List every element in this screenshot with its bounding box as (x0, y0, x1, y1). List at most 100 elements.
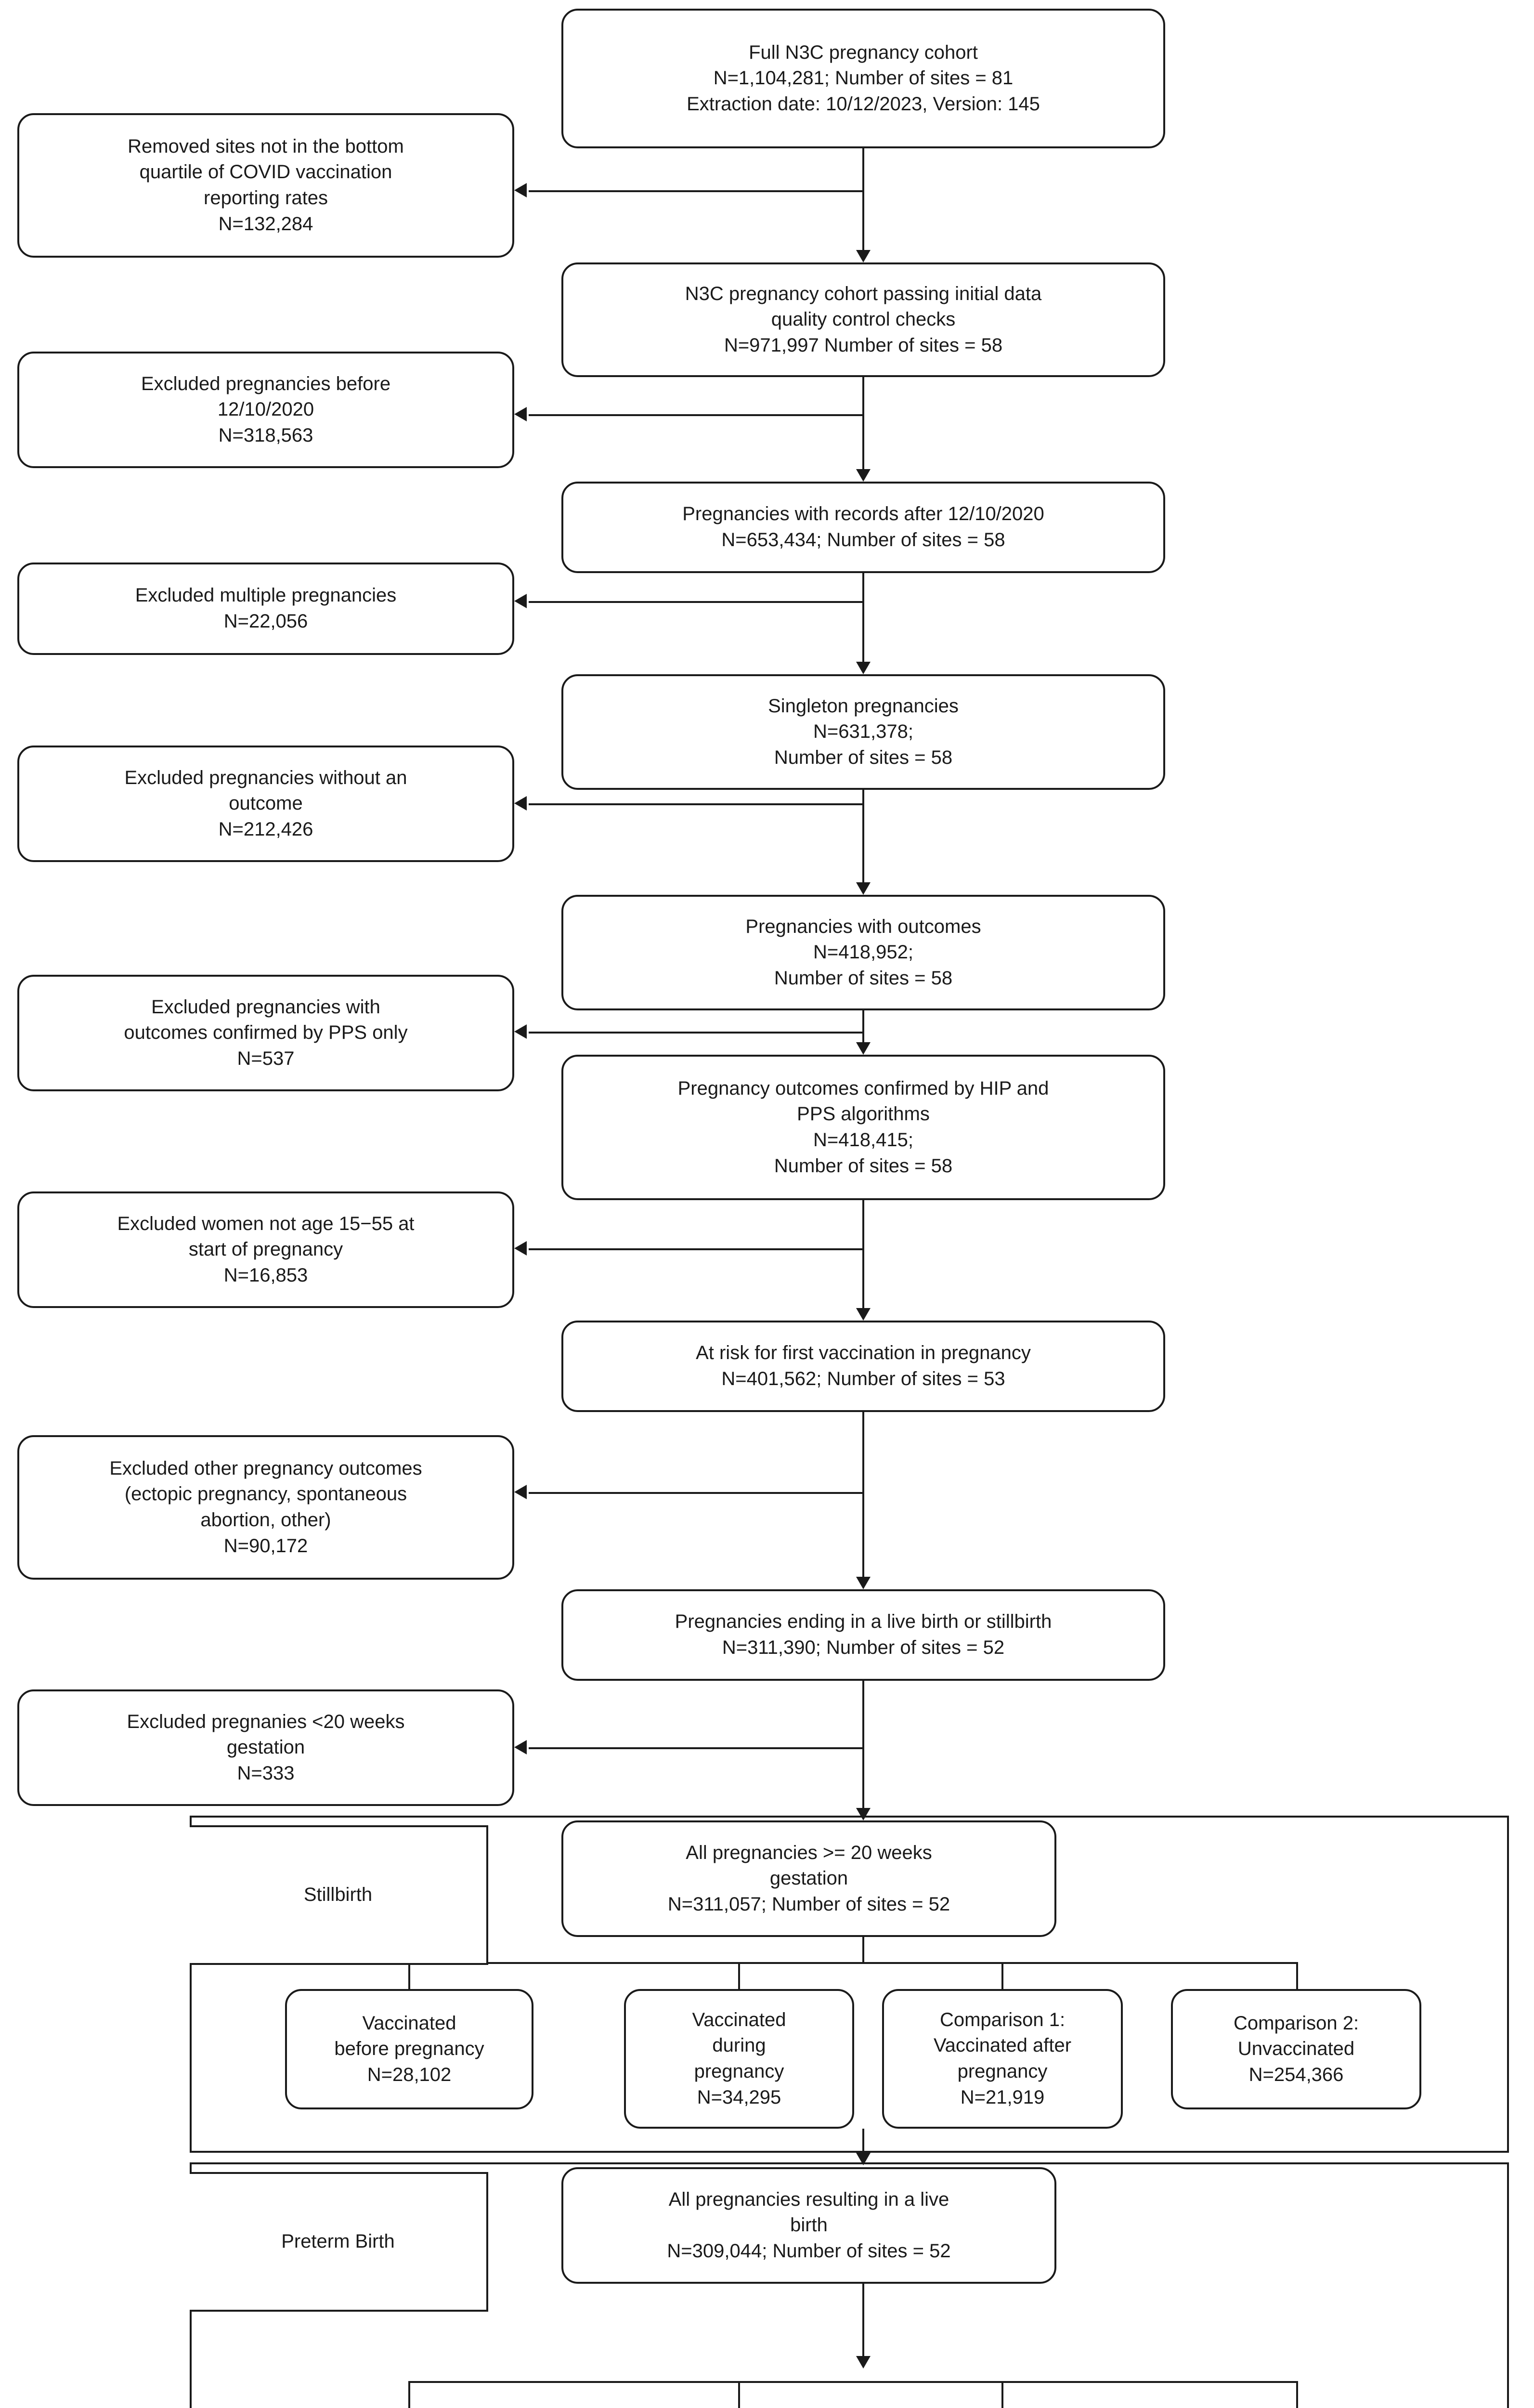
arrowhead-exclusion-1 (514, 183, 527, 197)
node-line: Excluded pregnancies with (151, 996, 380, 1018)
node-line: N=34,295 (697, 2086, 781, 2108)
node-line: Number of sites = 58 (774, 746, 953, 768)
node-line: Number of sites = 58 (774, 1155, 953, 1177)
node-line: Removed sites not in the bottom (128, 135, 404, 157)
arrowhead-spine-2 (856, 469, 871, 482)
node-line: Full N3C pregnancy cohort (749, 41, 978, 63)
node-line: N=971,997 Number of sites = 58 (724, 334, 1003, 356)
connector-stillbirth-drop-1 (408, 1962, 410, 1991)
connector-preterm-drop-4 (1296, 2381, 1298, 2408)
node-line: At risk for first vaccination in pregnan… (696, 1342, 1031, 1364)
node-line: abortion, other) (200, 1509, 331, 1531)
connector-stillbirth-drop-3 (1001, 1962, 1003, 1991)
node-passing-qc: N3C pregnancy cohort passing initial dat… (561, 262, 1165, 377)
node-line: N=22,056 (223, 611, 308, 632)
node-line: N=1,104,281; Number of sites = 81 (713, 67, 1014, 89)
node-line: quartile of COVID vaccination (139, 161, 392, 183)
arrowhead-spine-7 (856, 1577, 871, 1589)
node-line: N=311,390; Number of sites = 52 (722, 1637, 1005, 1658)
arrowhead-spine-6 (856, 1308, 871, 1321)
connector-exclusion-8 (529, 1747, 863, 1749)
arrowhead-exclusion-8 (514, 1740, 527, 1754)
node-line: Excluded pregnancies without an (124, 767, 407, 788)
node-line: N=212,426 (218, 818, 313, 840)
connector-preterm-drop-3 (1001, 2381, 1003, 2408)
connector-exclusion-1 (529, 190, 863, 192)
node-line: Singleton pregnancies (768, 695, 959, 717)
node-line: outcomes confirmed by PPS only (124, 1022, 408, 1044)
connector-spine-1 (862, 148, 864, 250)
node-line: All pregnancies resulting in a live (668, 2188, 949, 2210)
exclusion-without-outcome: Excluded pregnancies without an outcome … (17, 746, 514, 862)
node-line: N=653,434; Number of sites = 58 (721, 529, 1005, 550)
group-label-preterm-birth: Preterm Birth (190, 2172, 488, 2312)
node-line: N=631,378; (813, 721, 913, 743)
node-line: outcome (229, 793, 303, 814)
node-hip-pps-confirmed: Pregnancy outcomes confirmed by HIP and … (561, 1055, 1165, 1200)
connector-spine-4 (862, 790, 864, 882)
node-line: PPS algorithms (797, 1103, 930, 1125)
connector-stillbirth-drop-4 (1296, 1962, 1298, 1991)
group-label-stillbirth: Stillbirth (190, 1825, 488, 1965)
node-line: N=21,919 (960, 2086, 1045, 2108)
node-line: Excluded women not age 15−55 at (117, 1213, 415, 1234)
connector-spine-8 (862, 1681, 864, 1808)
group-header-preterm-birth: All pregnancies resulting in a live birt… (561, 2167, 1056, 2284)
node-singleton: Singleton pregnancies N=631,378; Number … (561, 674, 1165, 790)
arm-stillbirth-comparison-2: Comparison 2: Unvaccinated N=254,366 (1171, 1989, 1421, 2109)
arrowhead-exclusion-3 (514, 594, 527, 608)
connector-spine-3 (862, 573, 864, 662)
arrowhead-spine-5 (856, 1042, 871, 1055)
node-with-outcomes: Pregnancies with outcomes N=418,952; Num… (561, 895, 1165, 1010)
connector-exclusion-2 (529, 414, 863, 416)
node-line: Pregnancy outcomes confirmed by HIP and (677, 1077, 1049, 1099)
node-line: Excluded multiple pregnancies (135, 585, 397, 606)
node-line: pregnancy (957, 2061, 1048, 2082)
node-line: Comparison 2: (1233, 2012, 1359, 2034)
node-line: Excluded other pregnancy outcomes (109, 1457, 422, 1479)
connector-stillbirth-drop-2 (738, 1962, 740, 1991)
node-line: N=418,952; (813, 942, 913, 963)
arrowhead-exclusion-6 (514, 1241, 527, 1256)
exclusion-age-range: Excluded women not age 15−55 at start of… (17, 1191, 514, 1308)
arm-stillbirth-vax-before: Vaccinated before pregnancy N=28,102 (285, 1989, 533, 2109)
node-line: N=90,172 (223, 1535, 308, 1557)
exclusion-pps-only: Excluded pregnancies with outcomes confi… (17, 975, 514, 1091)
node-line: N3C pregnancy cohort passing initial dat… (685, 283, 1042, 304)
node-line: All pregnancies >= 20 weeks (686, 1842, 932, 1863)
exclusion-removed-sites: Removed sites not in the bottom quartile… (17, 113, 514, 258)
node-line: quality control checks (771, 309, 956, 330)
connector-stillbirth-bus (408, 1962, 1298, 1964)
node-line: pregnancy (694, 2061, 784, 2082)
node-line: gestation (226, 1737, 305, 1758)
node-line: Vaccinated (362, 2012, 456, 2034)
node-full-cohort: Full N3C pregnancy cohort N=1,104,281; N… (561, 9, 1165, 148)
group-label-text: Stillbirth (303, 1884, 373, 1906)
arrowhead-spine-4 (856, 882, 871, 895)
node-records-after-date: Pregnancies with records after 12/10/202… (561, 482, 1165, 573)
connector-preterm-stem (862, 2284, 864, 2356)
node-line: gestation (769, 1868, 848, 1889)
arm-stillbirth-vax-during: Vaccinated during pregnancy N=34,295 (624, 1989, 854, 2129)
connector-spine-7 (862, 1412, 864, 1577)
node-line: N=537 (237, 1047, 295, 1069)
arrowhead-spine-1 (856, 250, 871, 262)
connector-stillbirth-stem (862, 1937, 864, 1963)
node-line: Unvaccinated (1237, 2038, 1355, 2060)
node-at-risk-first-vax: At risk for first vaccination in pregnan… (561, 1321, 1165, 1412)
node-line: Vaccinated after (933, 2035, 1072, 2056)
connector-preterm-drop-1 (408, 2381, 410, 2408)
node-line: N=318,563 (218, 424, 313, 446)
exclusion-other-outcomes: Excluded other pregnancy outcomes (ectop… (17, 1435, 514, 1580)
arrowhead-exclusion-4 (514, 796, 527, 811)
node-line: Pregnancies ending in a live birth or st… (675, 1611, 1052, 1633)
exclusion-under-20-weeks: Excluded pregnanies <20 weeks gestation … (17, 1689, 514, 1806)
node-line: birth (790, 2214, 828, 2236)
node-line: Excluded pregnancies before (141, 373, 391, 394)
node-line: N=16,853 (223, 1264, 308, 1286)
arrowhead-exclusion-2 (514, 407, 527, 421)
arrowhead-spine-3 (856, 662, 871, 674)
node-line: N=311,057; Number of sites = 52 (667, 1893, 950, 1915)
connector-exclusion-6 (529, 1248, 863, 1250)
